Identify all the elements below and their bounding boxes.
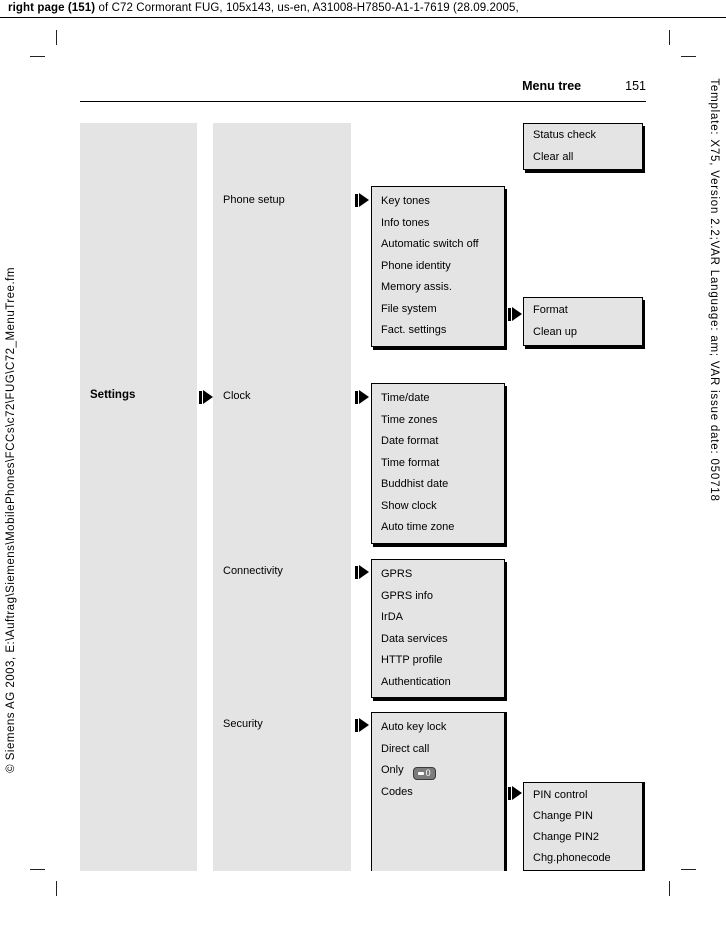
menu-branch-security: Security xyxy=(223,718,263,730)
menu-item: Memory assis. xyxy=(381,281,452,293)
menu-item: Date format xyxy=(381,435,439,447)
menu-item: Auto key lock xyxy=(381,721,447,733)
submenu-status: Status check Clear all xyxy=(523,123,643,170)
crop-mark xyxy=(30,56,45,57)
menu-item: Fact. settings xyxy=(381,324,447,336)
submenu-phone-setup: Key tones Info tones Automatic switch of… xyxy=(371,186,505,347)
page-header: Menu tree 151 xyxy=(80,79,646,93)
page-number: 151 xyxy=(625,79,646,93)
print-header-rest: of C72 Cormorant FUG, 105x143, us-en, A3… xyxy=(95,2,519,14)
crop-mark xyxy=(681,56,696,57)
menu-item: Clean up xyxy=(533,325,578,338)
key-lock-icon-label: 0 xyxy=(425,768,431,778)
menu-column-root: Settings xyxy=(80,123,197,871)
menu-item: PIN control xyxy=(533,789,588,801)
menu-item: Auto time zone xyxy=(381,521,455,533)
arrow-icon xyxy=(508,307,522,321)
left-margin-text: © Siemens AG 2003, E:\Auftrag\Siemens\Mo… xyxy=(5,267,17,773)
menu-item: Time/date xyxy=(381,392,430,404)
right-margin-text: Template: X75, Version 2.2;VAR Language:… xyxy=(708,78,720,502)
menu-root-settings: Settings xyxy=(90,389,136,401)
crop-mark xyxy=(56,881,57,896)
menu-item: Data services xyxy=(381,632,448,645)
menu-column-level2: Phone setup Clock Connectivity Security xyxy=(213,123,351,871)
menu-item: IrDA xyxy=(381,611,403,623)
menu-item: Change PIN2 xyxy=(533,831,600,843)
menu-branch-connectivity: Connectivity xyxy=(223,565,283,577)
crop-mark xyxy=(669,881,670,896)
submenu-connectivity: GPRS GPRS info IrDA Data services HTTP p… xyxy=(371,559,505,698)
submenu-format: Format Clean up xyxy=(523,297,643,346)
crop-mark xyxy=(681,869,696,870)
crop-mark xyxy=(30,869,45,870)
menu-item: Format xyxy=(533,304,568,316)
top-rule xyxy=(0,17,726,18)
crop-mark xyxy=(669,30,670,45)
menu-item: File system xyxy=(381,302,437,315)
arrow-icon xyxy=(355,390,369,404)
menu-item: Status check xyxy=(533,129,596,141)
menu-item: Authentication xyxy=(381,675,451,688)
menu-branch-clock: Clock xyxy=(223,390,251,402)
menu-item: Chg.phonecode xyxy=(533,852,611,864)
menu-item: Show clock xyxy=(381,499,437,512)
menu-item: GPRS info xyxy=(381,589,433,602)
print-header: right page (151) of C72 Cormorant FUG, 1… xyxy=(8,2,519,14)
menu-item: Codes xyxy=(381,785,413,798)
submenu-codes: PIN control Change PIN Change PIN2 Chg.p… xyxy=(523,782,643,871)
menu-item: Change PIN xyxy=(533,810,593,822)
menu-item: HTTP profile xyxy=(381,654,443,666)
arrow-icon xyxy=(355,565,369,579)
menu-item: Key tones xyxy=(381,195,430,207)
menu-item: Direct call xyxy=(381,742,430,755)
menu-item: Buddhist date xyxy=(381,478,449,490)
submenu-security: Auto key lock Direct call Only 0 Codes xyxy=(371,712,505,871)
arrow-icon xyxy=(508,786,522,800)
arrow-icon xyxy=(355,718,369,732)
key-lock-icon-bar xyxy=(417,772,424,775)
crop-mark xyxy=(56,30,57,45)
menu-item: Clear all xyxy=(533,150,574,163)
menu-item: Info tones xyxy=(381,216,430,229)
key-lock-icon: 0 xyxy=(412,767,436,780)
arrow-icon xyxy=(355,193,369,207)
header-rule xyxy=(80,101,646,102)
page-title: Menu tree xyxy=(522,79,582,93)
menu-item: Only 0 xyxy=(381,760,504,782)
arrow-icon xyxy=(199,390,213,404)
menu-item: Time zones xyxy=(381,413,438,426)
menu-item-label: Only xyxy=(381,764,404,776)
menu-item: GPRS xyxy=(381,568,413,580)
print-header-bold: right page (151) xyxy=(8,2,96,14)
menu-item: Time format xyxy=(381,456,440,469)
menu-item: Phone identity xyxy=(381,259,451,272)
menu-branch-phone-setup: Phone setup xyxy=(223,194,285,206)
submenu-clock: Time/date Time zones Date format Time fo… xyxy=(371,383,505,544)
menu-item: Automatic switch off xyxy=(381,238,479,250)
